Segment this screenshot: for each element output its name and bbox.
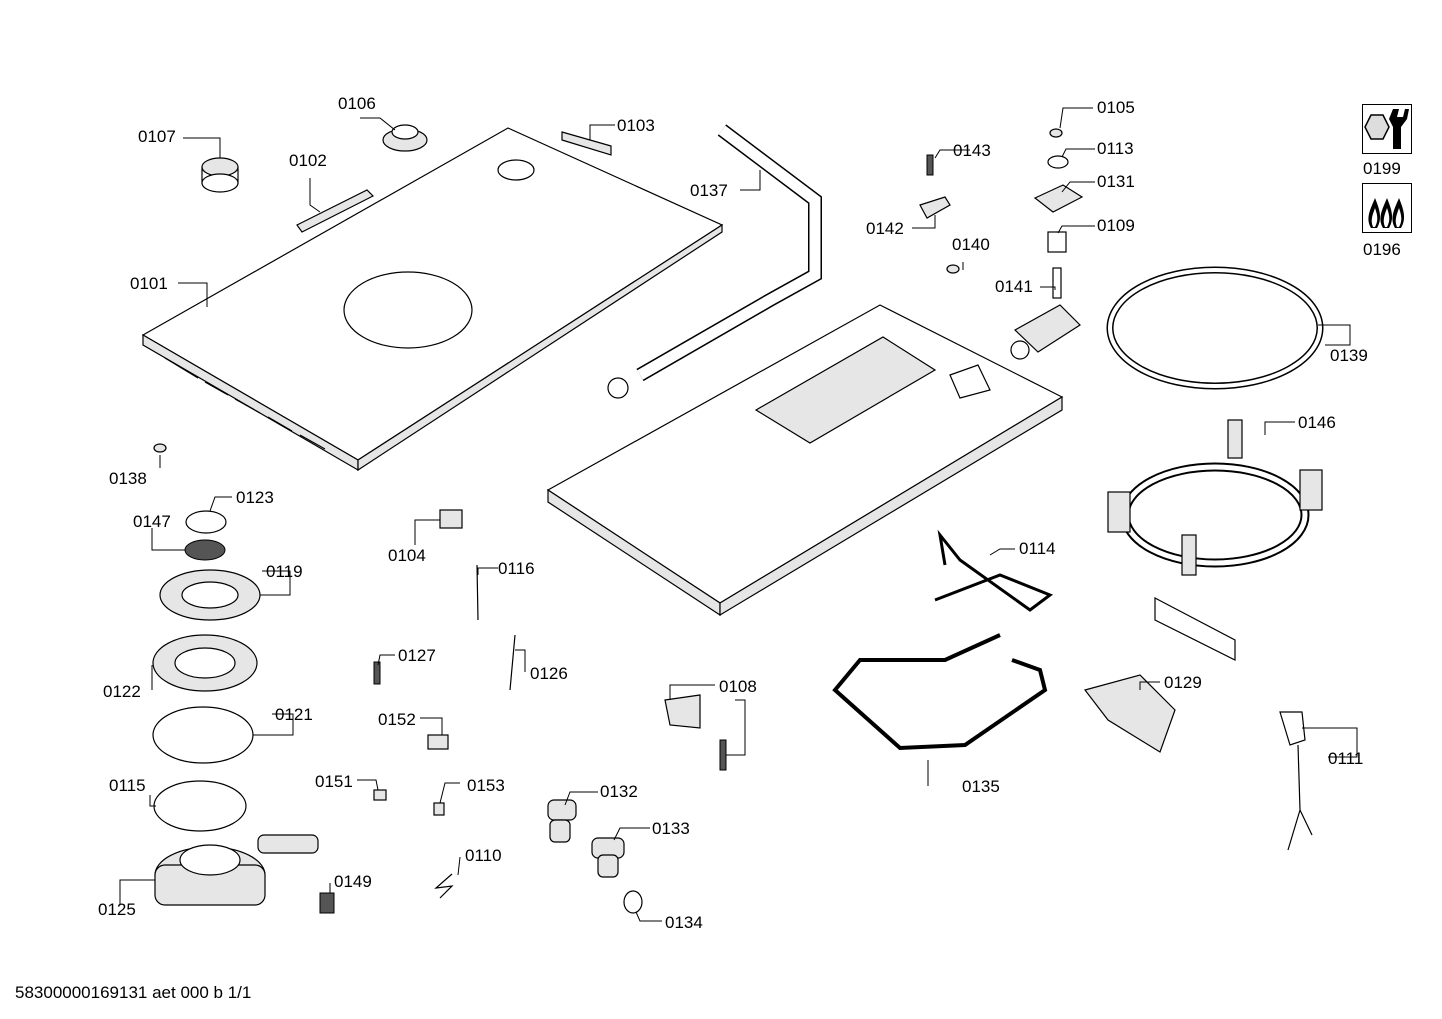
block-0131 [1033,184,1084,213]
plate [1154,597,1236,661]
thermocouple-0126 [509,634,516,691]
part-label-0121: 0121 [275,705,313,724]
part-label-0122: 0122 [103,682,141,701]
part-label-0109: 0109 [1097,216,1135,235]
nozzle-0152 [427,734,449,750]
part-label-0105: 0105 [1097,98,1135,117]
part-label-0129: 0129 [1164,673,1202,692]
part-label-0115: 0115 [109,776,146,795]
ring-0121 [152,706,254,764]
knob-0106 [382,124,428,152]
part-label-0111: 0111 [1328,749,1364,768]
ring-0115 [153,780,247,832]
part-label-0142: 0142 [866,219,904,238]
cap-0123 [185,510,227,534]
electrode-0116 [476,564,479,621]
clip-0110 [434,873,454,899]
part-label-0149: 0149 [334,872,372,891]
part-label-0132: 0132 [600,782,638,801]
glass-top-plate [141,127,724,472]
screw-0138 [153,443,167,453]
part-label-0153: 0153 [467,776,505,795]
part-label-0103: 0103 [617,116,655,135]
part-label-0123: 0123 [236,488,274,507]
nozzle-0153 [433,802,445,816]
power-cord-0111 [1279,711,1313,851]
part-label-0102: 0102 [289,151,327,170]
document-footer: 58300000169131 aet 000 b 1/1 [15,983,252,1002]
part-label-0101: 0101 [130,274,168,293]
clip-0104 [439,509,463,529]
part-label-0119: 0119 [266,562,303,581]
wrench-nut-icon [1362,104,1412,154]
gas-valve-0141 [1010,267,1081,360]
part-label-0116: 0116 [498,559,535,578]
gas-flame-icon [1362,183,1412,233]
pan-support-0139 [1106,266,1324,390]
screw-0108 [719,739,727,771]
part-label-0114: 0114 [1019,539,1056,558]
part-label-0134: 0134 [665,913,703,932]
part-label-0139: 0139 [1330,346,1368,365]
elbow-0133 [591,837,625,878]
strip-0103 [561,131,612,156]
part-label-0135: 0135 [962,777,1000,796]
part-label-0151: 0151 [315,772,353,791]
knob-0107 [201,157,239,193]
part-label-0113: 0113 [1097,139,1134,158]
part-label-0108: 0108 [719,677,757,696]
burner-base-0125 [154,834,319,906]
part-label-0137: 0137 [690,181,728,200]
spring-0149 [319,892,335,914]
part-label-0125: 0125 [98,900,136,919]
part-label-0141: 0141 [995,277,1033,296]
nozzle-0151 [373,789,387,801]
part-label-0152: 0152 [378,710,416,729]
washer-0134 [623,890,643,914]
part-label-0131: 0131 [1097,172,1135,191]
part-label-0133: 0133 [652,819,690,838]
screw-0127 [373,661,381,685]
screw-0143 [926,154,934,176]
part-label-0199: 0199 [1363,159,1401,178]
part-label-0106: 0106 [338,94,376,113]
pipe-0135 [832,633,1048,751]
part-label-0110: 0110 [465,846,502,865]
pan-support-0146 [1107,419,1323,576]
part-label-0107: 0107 [138,127,176,146]
leader-lines [119,107,1358,922]
part-label-0126: 0126 [530,664,568,683]
crown-0147 [184,539,226,561]
part-label-0127: 0127 [398,646,436,665]
hob-tray [546,304,1064,617]
bracket-0129 [1083,674,1176,753]
part-label-0146: 0146 [1298,413,1336,432]
part-label-0196: 0196 [1363,240,1401,259]
part-label-0140: 0140 [952,235,990,254]
part-label-0147: 0147 [133,512,171,531]
part-label-0104: 0104 [388,546,426,565]
part-label-0143: 0143 [953,141,991,160]
part-label-0138: 0138 [109,469,147,488]
strip-0102 [296,189,375,233]
pipe-0114 [934,529,1054,612]
elbow-0132 [547,799,577,843]
bracket-0108 [664,694,701,729]
